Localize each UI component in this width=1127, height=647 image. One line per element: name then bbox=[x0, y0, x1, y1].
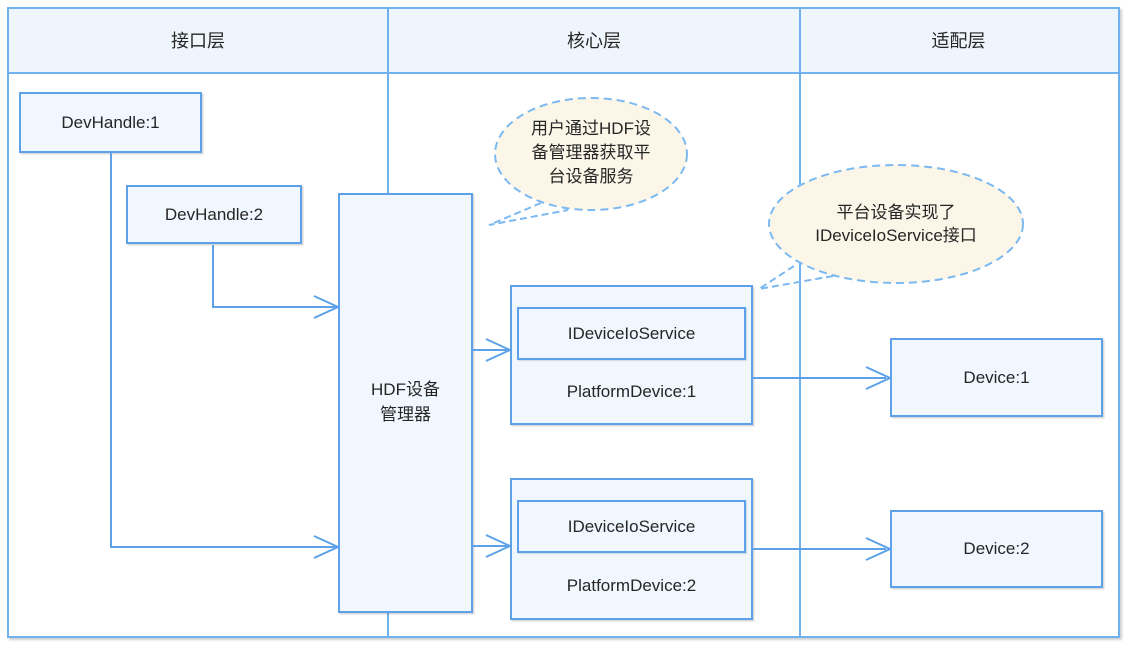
header-adapter-layer: 适配层 bbox=[931, 31, 986, 51]
node-devhandle-1: DevHandle:1 bbox=[19, 92, 202, 153]
node-devhandle-2: DevHandle:2 bbox=[126, 185, 302, 244]
layer-table-header bbox=[9, 9, 1118, 74]
header-interface-layer: 接口层 bbox=[171, 31, 225, 51]
node-hdf-device-manager: HDF设备 管理器 bbox=[338, 193, 473, 613]
column-divider-2 bbox=[799, 9, 801, 636]
header-core-layer: 核心层 bbox=[567, 31, 621, 51]
node-device-1: Device:1 bbox=[890, 338, 1103, 417]
node-platform-device-2: IDeviceIoService PlatformDevice:2 bbox=[510, 478, 753, 620]
platform-device-1-label: PlatformDevice:1 bbox=[566, 381, 697, 401]
platform-device-2-label: PlatformDevice:2 bbox=[566, 575, 697, 595]
node-device-2: Device:2 bbox=[890, 510, 1103, 588]
node-platform-device-1: IDeviceIoService PlatformDevice:1 bbox=[510, 285, 753, 425]
node-ideviceioservice-1: IDeviceIoService bbox=[517, 307, 746, 360]
node-ideviceioservice-2: IDeviceIoService bbox=[517, 500, 746, 553]
